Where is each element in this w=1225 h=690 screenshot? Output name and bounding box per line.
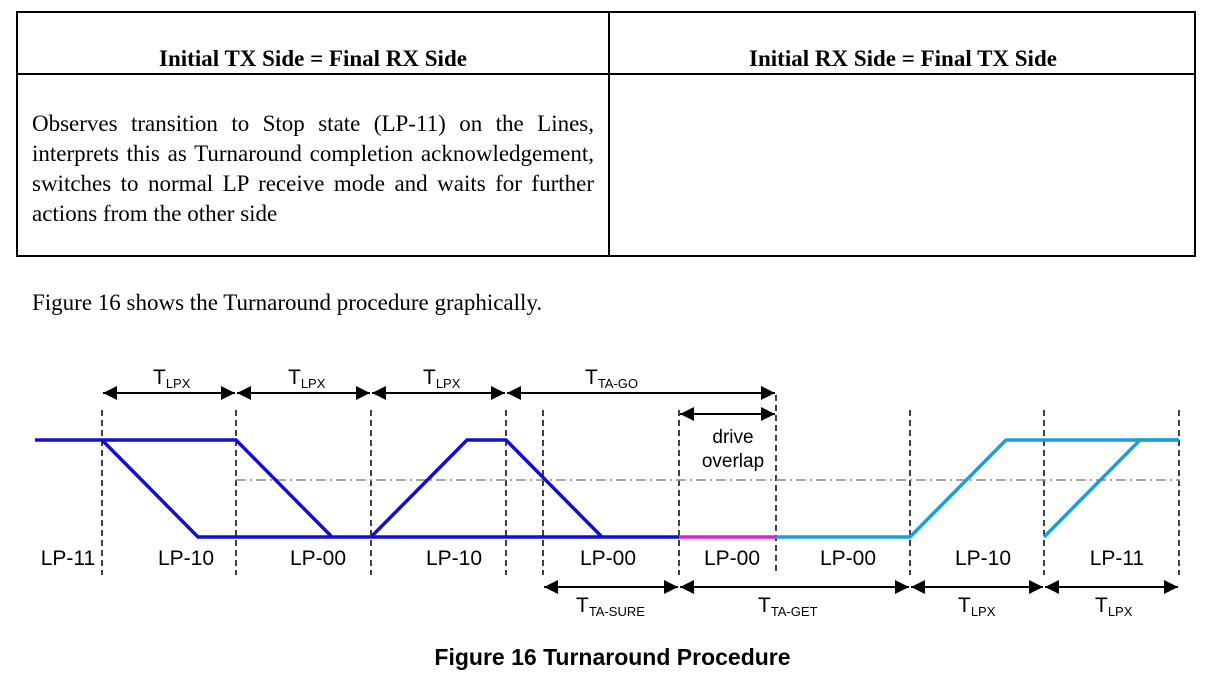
timing-label-tlpx-3: TLPX [423,366,461,391]
procedure-table: Initial TX Side = Final RX Side Initial … [16,11,1196,257]
state-label-lp10-a: LP-10 [158,547,214,570]
timing-label-tlpx-5: TLPX [1095,594,1133,619]
time-markers [101,395,1180,575]
state-label-lp00-a: LP-00 [290,547,346,570]
table-cell-tx-description: Observes transition to Stop state (LP-11… [32,111,594,226]
state-label-lp11-end: LP-11 [1090,547,1144,570]
state-label-lp00-b: LP-00 [580,547,636,570]
state-label-lp11-start: LP-11 [41,547,95,570]
table-header-divider [18,73,1194,75]
timing-label-tlpx-2: TLPX [288,366,326,391]
timing-label-tta-sure: TTA-SURE [576,594,645,619]
drive-overlap-label-line1: drive [712,427,753,448]
table-column-divider [608,13,610,255]
timing-label-tta-get: TTA-GET [758,594,818,619]
figure-reference-paragraph: Figure 16 shows the Turnaround procedure… [32,290,543,315]
state-label-lp10-c: LP-10 [955,547,1011,570]
state-labels: LP-11 LP-10 LP-00 LP-10 LP-00 LP-00 LP-0… [41,547,1144,570]
state-label-lp00-c: LP-00 [820,547,876,570]
table-header-initial-rx: Initial RX Side = Final TX Side [749,46,1057,71]
initial-tx-waveform [35,438,679,539]
final-tx-waveform [776,438,1179,539]
timing-label-tta-go: TTA-GO [585,366,638,391]
timing-label-tlpx-1: TLPX [153,366,191,391]
top-timing-arrows [103,386,775,421]
figure-caption: Figure 16 Turnaround Procedure [434,644,791,670]
state-label-lp00-overlap: LP-00 [704,547,760,570]
state-label-lp10-b: LP-10 [426,547,482,570]
table-header-initial-tx: Initial TX Side = Final RX Side [159,46,467,71]
drive-overlap-label-line2: overlap [702,451,764,472]
timing-label-tlpx-4: TLPX [958,594,996,619]
